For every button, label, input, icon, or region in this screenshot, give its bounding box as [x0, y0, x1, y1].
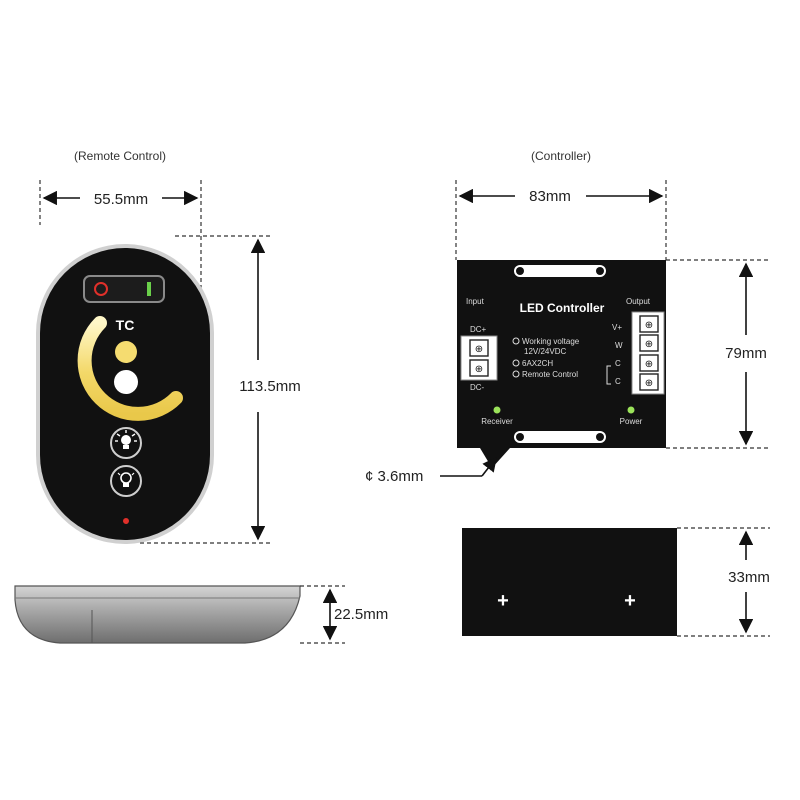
- controller-output-screw-2: [639, 334, 659, 352]
- controller-input-label: Input: [466, 297, 485, 306]
- controller-out-terminal-w: W: [615, 341, 623, 350]
- led-controller: Input Output LED Controller DC+ ⊕ ⊕ DC- …: [457, 260, 666, 468]
- controller-slot-hole-top-right: [596, 267, 604, 275]
- remote-control: TC: [36, 244, 214, 544]
- controller-output-screw-3: [639, 354, 659, 372]
- controller-height-label: 79mm: [725, 345, 767, 362]
- remote-on-icon: [147, 282, 151, 296]
- controller-caption: (Controller): [531, 149, 591, 163]
- remote-height-label: 113.5mm: [239, 378, 300, 395]
- output-screw-1-icon: ⊕: [645, 320, 653, 331]
- controller-out-terminal-vplus: V+: [612, 323, 622, 332]
- controller-receiver-led: [493, 406, 501, 414]
- controller-output-screw-1: [639, 315, 659, 333]
- remote-caption: (Remote Control): [74, 149, 166, 163]
- controller-input-screw-plus: [469, 339, 489, 357]
- controller-c-bracket: [606, 365, 611, 385]
- remote-touch-ring: [77, 316, 183, 421]
- controller-width-label: 83mm: [529, 188, 571, 205]
- remote-off-icon: [94, 282, 108, 296]
- bulb-bright-icon: [115, 430, 137, 449]
- controller-mount-slot-top: [514, 265, 606, 277]
- controller-depth-label: 33mm: [728, 569, 770, 586]
- remote-side-shell: [14, 585, 301, 644]
- controller-spec-voltage: Working voltage: [522, 337, 580, 346]
- controller-slot-hole-top-left: [516, 267, 524, 275]
- controller-power-led: [627, 406, 635, 414]
- output-screw-4-icon: ⊕: [645, 378, 653, 389]
- controller-output-label: Output: [626, 297, 651, 306]
- remote-brightness-down-button: [110, 465, 142, 497]
- output-screw-3-icon: ⊕: [645, 359, 653, 370]
- remote-side-view: [14, 585, 301, 644]
- remote-logo: TC: [116, 317, 135, 333]
- controller-output-screw-4: [639, 373, 659, 391]
- controller-hole-label: ¢ 3.6mm: [365, 468, 423, 485]
- controller-input-screw-minus: [469, 359, 489, 377]
- remote-cool-button: [114, 370, 138, 394]
- controller-slot-hole-bottom-left: [516, 433, 524, 441]
- controller-dc-plus-label: DC+: [470, 325, 487, 334]
- controller-power-label: Power: [620, 417, 643, 426]
- controller-side-view: [462, 528, 677, 636]
- controller-out-terminal-c2: C: [615, 377, 621, 386]
- spec-bullet-icon: [512, 370, 520, 378]
- controller-spec-current: 6AX2CH: [522, 359, 553, 368]
- controller-hole-arrow: [481, 456, 497, 477]
- side-screw-left-icon: +: [497, 590, 509, 612]
- remote-indicator-led: [123, 518, 129, 524]
- remote-depth-label: 22.5mm: [334, 606, 388, 623]
- output-screw-2-icon: ⊕: [645, 339, 653, 350]
- bulb-dim-icon: [117, 472, 135, 487]
- controller-mount-slot-bottom: [514, 431, 606, 443]
- spec-bullet-icon: [512, 337, 520, 345]
- spec-bullet-icon: [512, 359, 520, 367]
- remote-power-switch: [83, 275, 165, 303]
- controller-spec-voltage-value: 12V/24VDC: [524, 347, 566, 356]
- remote-warm-button: [115, 341, 137, 363]
- controller-slot-hole-bottom-right: [596, 433, 604, 441]
- controller-spec-remote: Remote Control: [522, 370, 578, 379]
- controller-title: LED Controller: [520, 301, 605, 315]
- controller-out-terminal-c1: C: [615, 359, 621, 368]
- side-screw-right-icon: +: [624, 590, 636, 612]
- input-screw-plus-icon: ⊕: [475, 344, 483, 355]
- remote-face: [40, 248, 210, 540]
- input-screw-minus-icon: ⊕: [475, 364, 483, 375]
- controller-dc-minus-label: DC-: [470, 383, 485, 392]
- controller-receiver-label: Receiver: [481, 417, 513, 426]
- remote-width-label: 55.5mm: [94, 191, 148, 208]
